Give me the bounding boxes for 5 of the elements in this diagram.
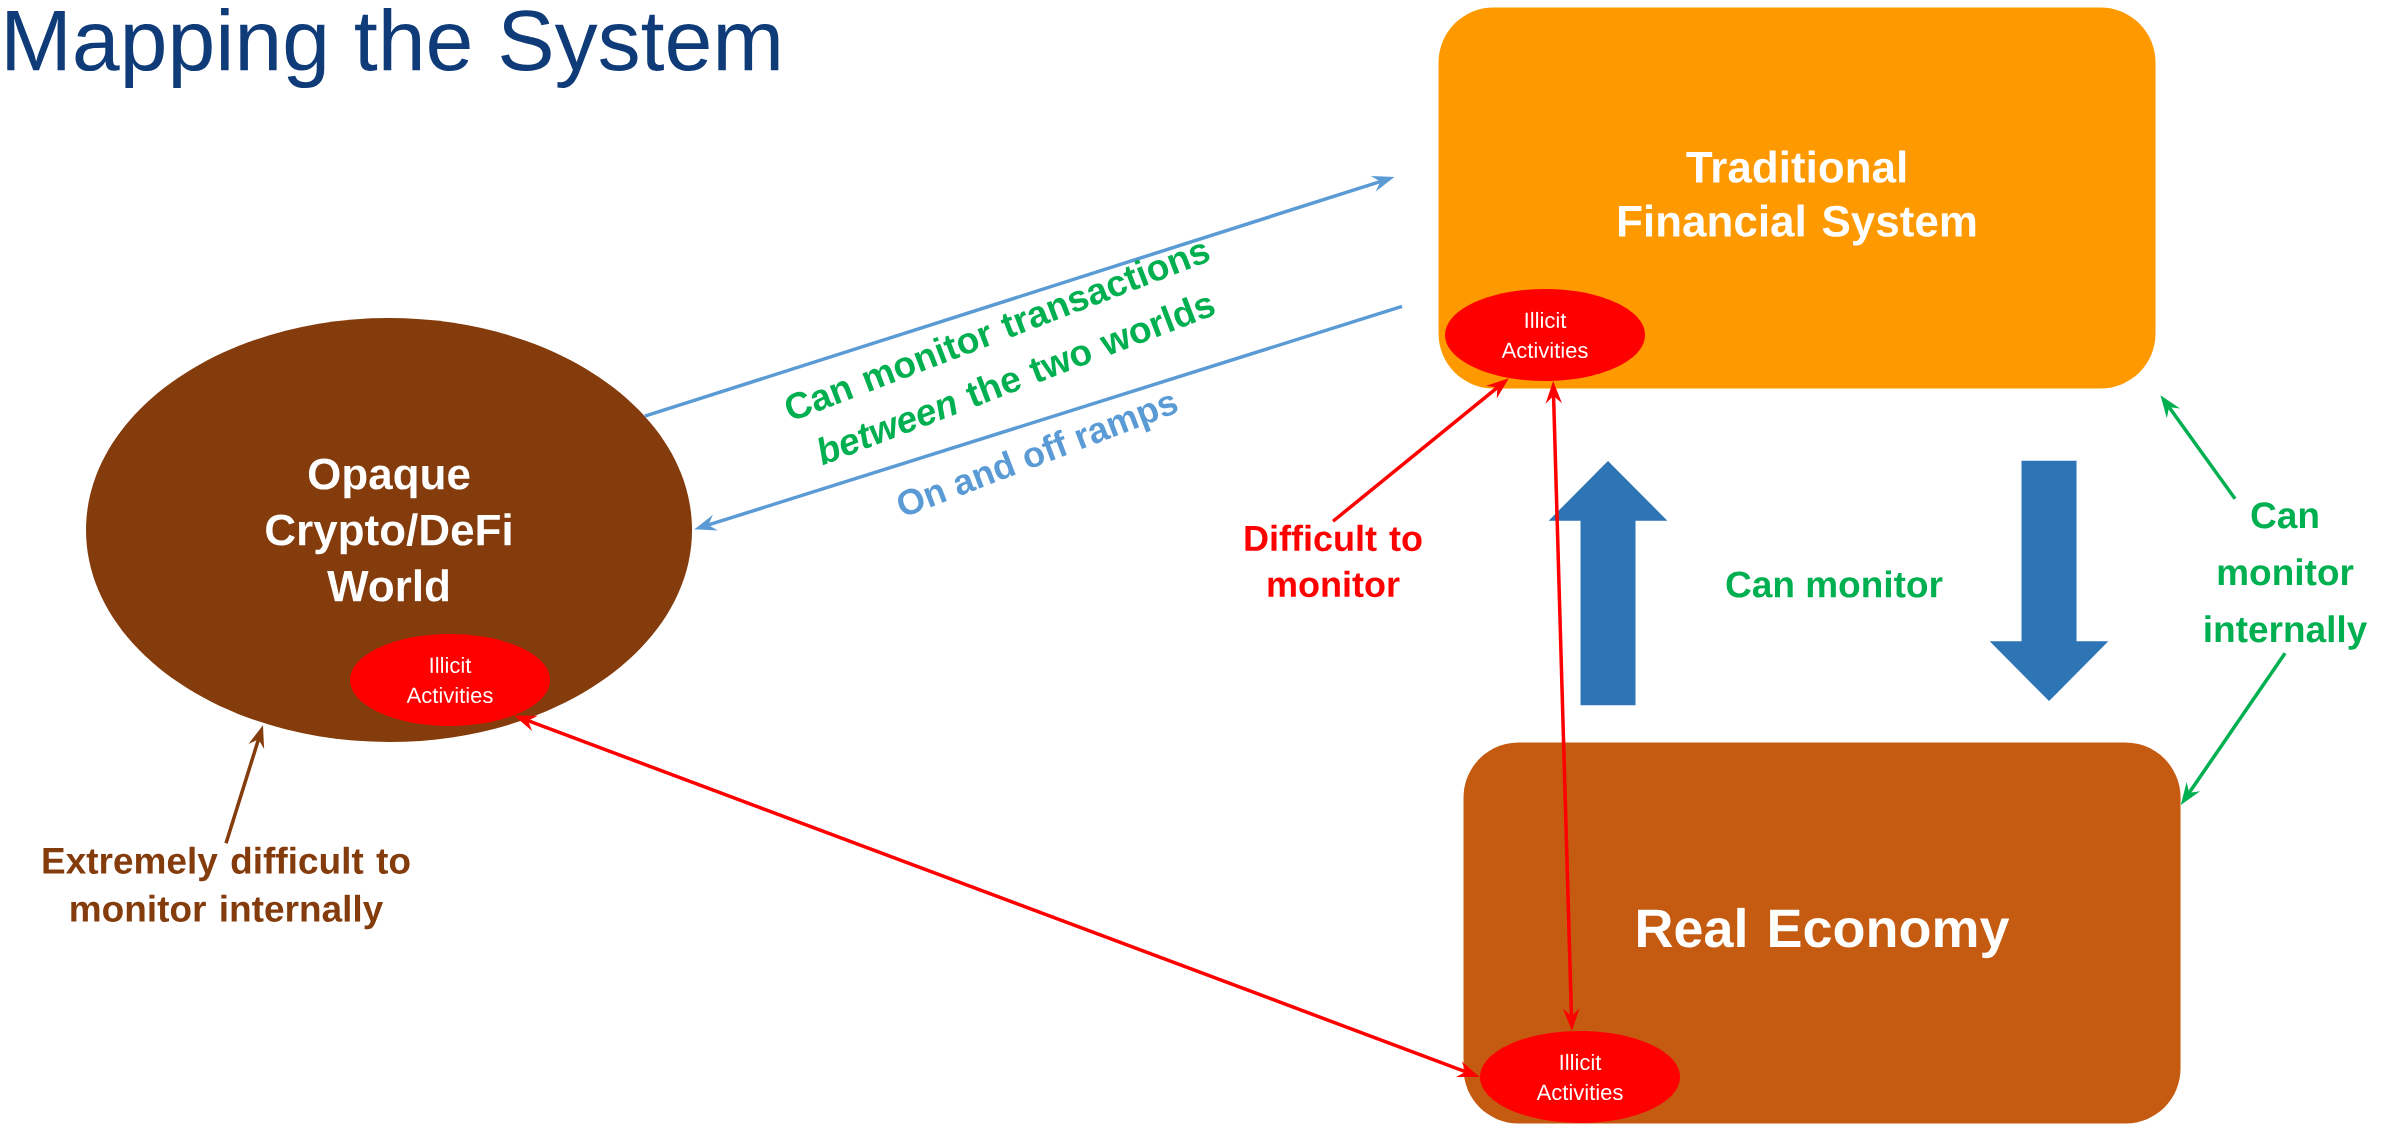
title: Mapping the System	[7, 7, 779, 89]
callout-text: Extremely difficult to monitor internally	[43, 846, 410, 930]
callout-text: Difficult to monitor	[1245, 524, 1422, 598]
callout-text: Can monitor internally	[2205, 502, 2368, 650]
note-text: Can monitor	[1726, 570, 1943, 598]
